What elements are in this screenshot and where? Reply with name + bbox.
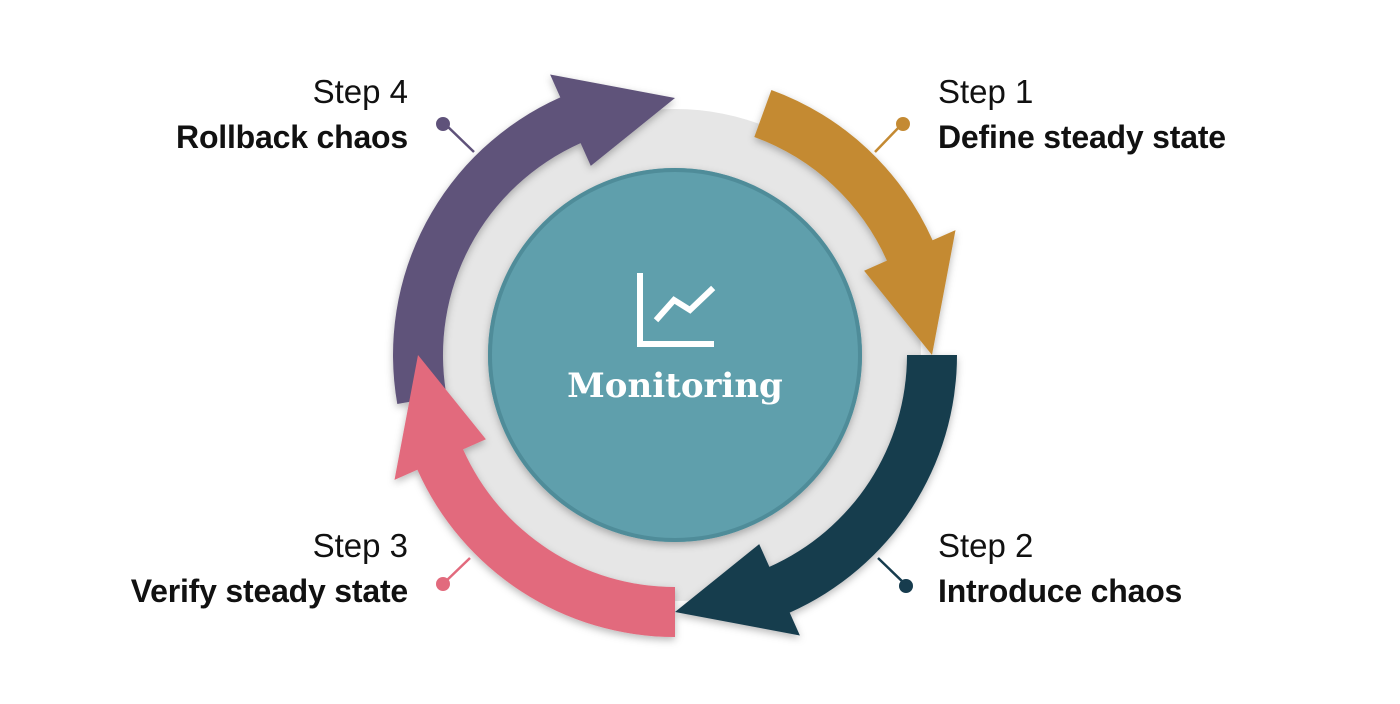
line-chart-icon — [637, 273, 716, 347]
step-3-label: Step 3 Verify steady state — [131, 526, 408, 610]
step-1-title: Define steady state — [938, 118, 1226, 155]
step-2-number: Step 2 — [938, 527, 1034, 564]
arc-arrow-step-3 — [394, 355, 675, 637]
step-3-number: Step 3 — [312, 527, 408, 564]
center-circle — [488, 168, 862, 542]
center-circle-rim — [488, 168, 862, 542]
connector-step-3 — [436, 557, 471, 591]
connector-step-4 — [436, 117, 475, 153]
step-2-title: Introduce chaos — [938, 572, 1183, 609]
step-1-label: Step 1 Define steady state — [938, 72, 1226, 156]
step-1-number: Step 1 — [938, 73, 1034, 110]
arc-arrow-step-1 — [754, 90, 956, 355]
step-2-label: Step 2 Introduce chaos — [938, 526, 1182, 610]
step-4-label: Step 4 Rollback chaos — [176, 72, 408, 156]
step-4-number: Step 4 — [312, 73, 408, 110]
center-title: Monitoring — [567, 366, 783, 406]
step-3-title: Verify steady state — [130, 572, 408, 609]
connector-step-1 — [874, 117, 910, 153]
arc-arrow-step-2 — [675, 355, 957, 636]
connector-step-2 — [877, 557, 913, 593]
step-4-title: Rollback chaos — [176, 118, 408, 155]
